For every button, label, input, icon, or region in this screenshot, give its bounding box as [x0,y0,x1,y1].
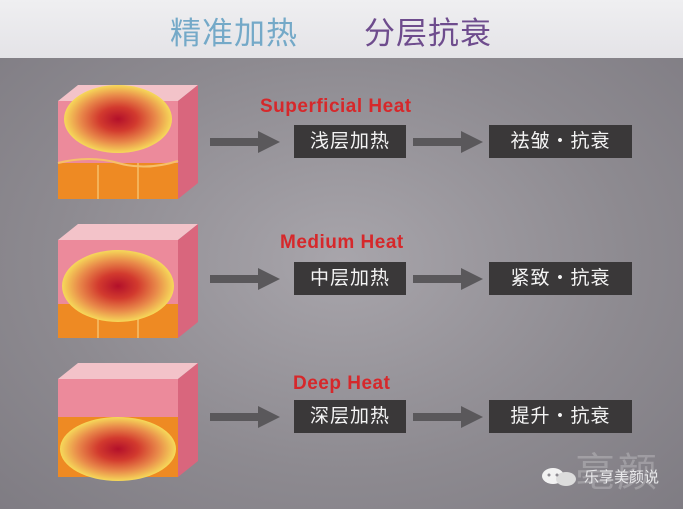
heat-level-deep: 深层加热 [294,400,406,433]
skin-cube-superficial [57,85,198,199]
skin-cube-medium [58,224,198,338]
watermark-text: 乐享美颜说 [584,468,660,486]
watermark: 乐享美颜说 [540,463,680,489]
heat-label-medium: Medium Heat [280,232,404,253]
skin-cube-deep [58,363,198,481]
heat-level-medium: 中层加热 [294,262,406,295]
heat-label-superficial: Superficial Heat [260,96,412,117]
watermark-ghost-text: 亳颜 [575,450,659,496]
arrow-right-icon [210,131,280,153]
arrow-right-icon [413,131,483,153]
header-bar: 精准加热 分层抗衰 [0,0,683,58]
arrow-right-icon [210,268,280,290]
arrow-right-icon [413,268,483,290]
result-medium: 紧致・抗衰 [489,262,632,295]
wechat-logo-icon [542,468,576,486]
arrow-right-icon [210,406,280,428]
result-deep: 提升・抗衰 [489,400,632,433]
result-superficial: 祛皱・抗衰 [489,125,632,158]
heat-level-superficial: 浅层加热 [294,125,406,158]
title-right: 分层抗衰 [364,16,492,52]
arrow-right-icon [413,406,483,428]
heat-label-deep: Deep Heat [293,373,391,394]
title-left: 精准加热 [170,16,298,52]
